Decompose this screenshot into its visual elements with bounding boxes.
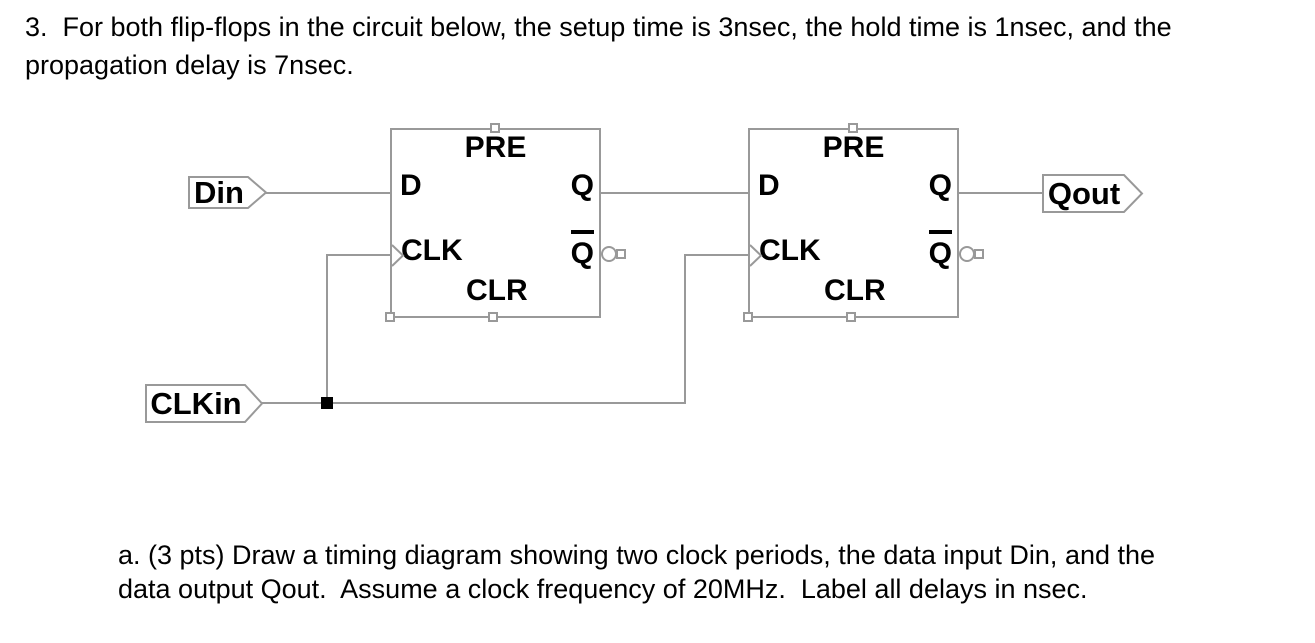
problem-line-2: propagation delay is 7nsec. [25,50,354,80]
flip-flop-1: PRE D Q CLK Q CLR [390,128,601,318]
question-a: a. (3 pts) Draw a timing diagram showing… [118,538,1278,606]
ff1-qbar-bubble-icon [601,246,617,262]
ff2-qbar-output-label: Q [928,230,952,269]
ff1-q-output-label: Q [570,169,594,202]
din-input-tag: Din [188,174,268,210]
ff1-qbar-output-label: Q [570,230,594,269]
din-tag-label: Din [194,174,244,210]
ff2-clock-edge-triangle-icon [749,244,763,267]
ff2-clr-pin-icon [846,312,856,322]
ff1-pre-label: PRE [464,131,527,164]
wire-clk-riser-ff2 [684,255,686,404]
ff2-q-output-label: Q [928,169,952,202]
wire-clk-stub-ff1 [326,254,392,256]
junction-dot [321,397,333,409]
ff2-qbar-pin-icon [974,249,984,259]
clkin-tag-label: CLKin [150,385,242,421]
ff1-pre-pin-icon [490,123,500,133]
ff2-corner-pin-icon [743,312,753,322]
wire-clk-riser-ff1 [326,255,328,404]
flip-flop-2: PRE D Q CLK Q CLR [748,128,959,318]
ff1-clr-label: CLR [466,274,528,307]
wire-clk-stub-ff2 [684,254,750,256]
ff2-clk-input-label: CLK [759,234,821,267]
ff1-clk-input-label: CLK [401,234,463,267]
din-tag-shape-icon [188,176,268,209]
clkin-input-tag: CLKin [145,384,264,423]
ff2-clr-label: CLR [824,274,886,307]
clkin-tag-shape-icon [145,384,264,423]
ff2-qbar-bubble-icon [959,246,975,262]
ff2-d-input-label: D [758,169,780,202]
question-a-line-1: a. (3 pts) Draw a timing diagram showing… [118,540,1156,570]
qout-output-tag: Qout [1042,174,1144,213]
ff1-corner-pin-icon [385,312,395,322]
wire-clkin-horizontal [262,402,686,404]
ff1-clock-edge-triangle-icon [391,244,405,267]
qout-tag-shape-icon [1042,174,1144,213]
wire-ff1q-to-ff2d [600,192,749,194]
wire-din-to-ff1 [266,192,391,194]
ff1-qbar-pin-icon [616,249,626,259]
problem-line-1: 3. For both flip-flops in the circuit be… [25,12,1172,42]
ff1-clr-pin-icon [488,312,498,322]
ff1-d-input-label: D [400,169,422,202]
qout-tag-label: Qout [1047,175,1121,211]
wire-ff2q-to-qout [958,192,1044,194]
ff2-pre-label: PRE [822,131,885,164]
ff2-pre-pin-icon [848,123,858,133]
question-a-line-2: data output Qout. Assume a clock frequen… [118,574,1088,604]
problem-statement: 3. For both flip-flops in the circuit be… [25,8,1295,84]
